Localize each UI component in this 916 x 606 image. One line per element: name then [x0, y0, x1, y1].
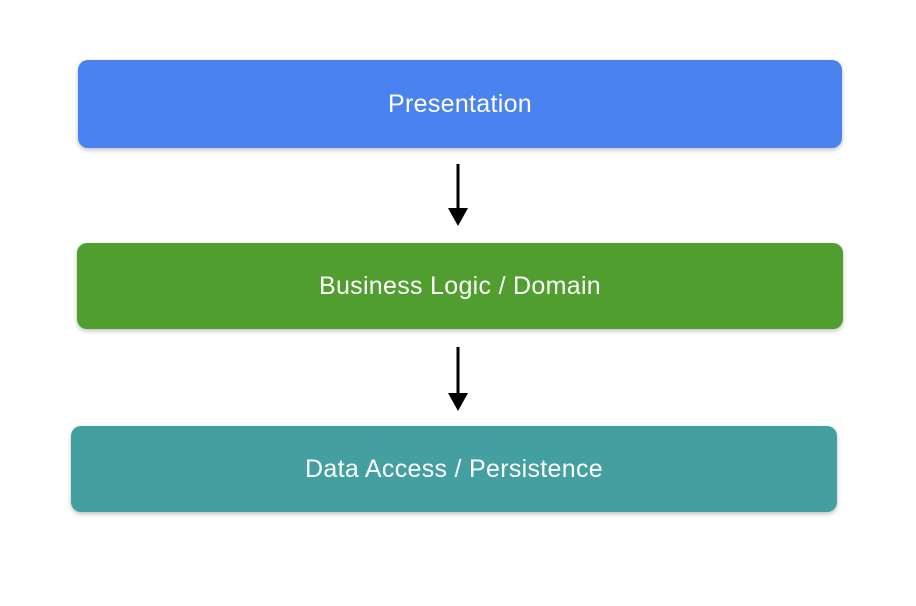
layer-label-business-logic: Business Logic / Domain [318, 271, 602, 300]
layer-box-presentation: Presentation [78, 60, 842, 148]
layer-label-data-access: Data Access / Persistence [305, 454, 603, 483]
layer-label-presentation: Presentation [388, 89, 532, 118]
down-arrow-icon [448, 164, 468, 226]
arrow-head [448, 208, 468, 226]
layer-box-data-access: Data Access / Persistence [71, 426, 837, 512]
arrow-head [448, 393, 468, 411]
layer-box-business-logic: Business Logic / Domain [77, 243, 843, 329]
down-arrow-icon [448, 347, 468, 411]
